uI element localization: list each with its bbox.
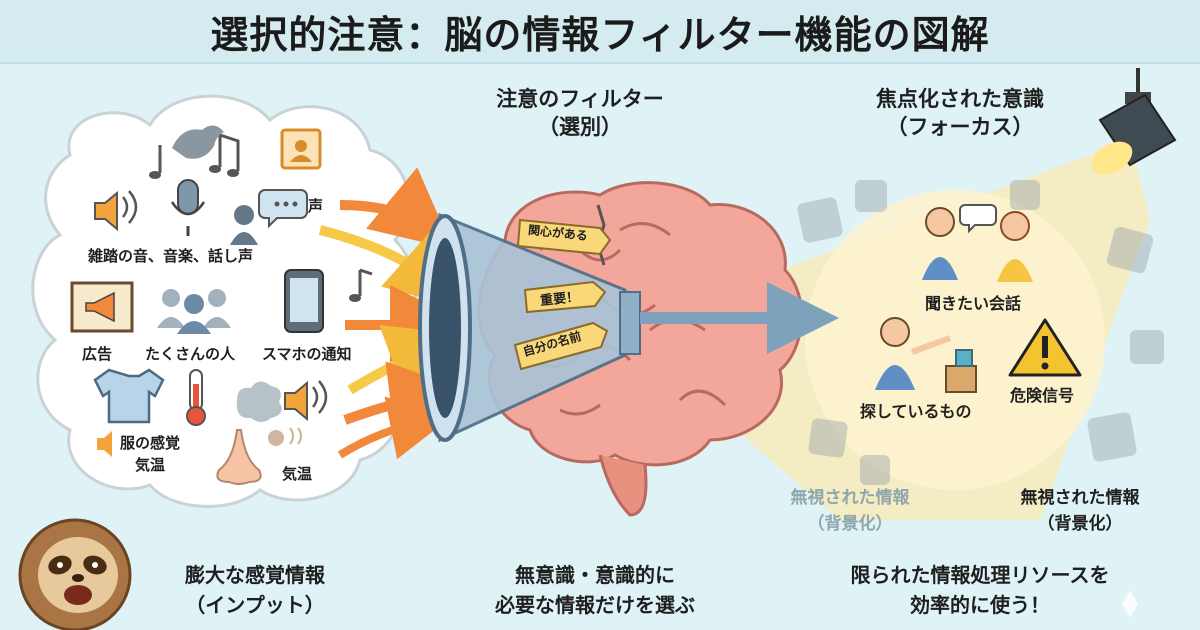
temp-label: 気温 (282, 465, 313, 483)
page-title: 選択的注意：脳の情報フィルター機能の図解 (210, 12, 990, 57)
crowd-icon (157, 289, 231, 334)
clothes-label-line1: 服の感覚 (120, 434, 181, 452)
warning-icon (1008, 318, 1082, 377)
noise-label: 雑踏の音、音楽、話し声 (88, 247, 254, 265)
resource-caption: 限られた情報処理リソースを 効率的に使う！ (820, 560, 1140, 620)
music-note-icon (149, 133, 240, 179)
small-speaker-icon (97, 431, 112, 457)
ignored-label-left: 無視された情報 （背景化） (765, 485, 935, 537)
speaker-icon (284, 380, 328, 422)
bird-shape-icon (172, 125, 224, 159)
resource-caption-line1: 限られた情報処理リソースを (850, 563, 1110, 587)
tag-shape-important (523, 280, 607, 314)
microphone-icon (170, 179, 206, 236)
scent-cloud-icon (236, 381, 282, 422)
resource-caption-line2: 効率的に使う！ (910, 593, 1050, 617)
clothes-label: 服の感覚 気温 (120, 432, 180, 476)
music-note-icon (349, 268, 373, 302)
chat-bubble-icon (258, 189, 308, 229)
searching-person-icon (875, 317, 977, 393)
filter-heading: 注意のフィルター （選別） (470, 85, 690, 141)
phone-label: スマホの通知 (262, 345, 352, 363)
ignored-right-line1: 無視された情報 (1020, 488, 1140, 508)
crowd-label: たくさんの人 (145, 345, 236, 363)
danger-label: 危険信号 (1010, 386, 1075, 405)
nose-icon (216, 429, 262, 485)
ignored-background-shapes (797, 180, 1164, 485)
filter-heading-line1: 注意のフィルター (496, 87, 664, 111)
filter-caption-line2: 必要な情報だけを選ぶ (495, 593, 695, 617)
input-caption-line2: （インプット） (185, 593, 325, 617)
focus-heading-line2: （フォーカス） (886, 115, 1034, 139)
ad-label: 広告 (82, 345, 113, 363)
input-caption: 膨大な感覚情報 （インプット） (140, 560, 370, 620)
sloth-mascot-icon (18, 518, 132, 630)
tag-shape-interest (516, 218, 612, 256)
tag-shape-name (513, 321, 609, 371)
steam-icon (268, 427, 302, 446)
focus-heading-line1: 焦点化された意識 (876, 87, 1044, 111)
filter-heading-line2: （選別） (538, 115, 622, 139)
focus-heading: 焦点化された意識 （フォーカス） (850, 85, 1070, 141)
calendar-icon (280, 128, 322, 170)
conversation-people-icon (922, 204, 1033, 282)
ignored-left-line2: （背景化） (807, 514, 893, 534)
filter-caption-line1: 無意識・意識的に (515, 563, 675, 587)
conversation-label: 聞きたい会話 (925, 294, 1022, 313)
smartphone-icon (284, 269, 324, 333)
thermometer-icon (186, 369, 206, 426)
input-caption-line1: 膨大な感覚情報 (185, 563, 325, 587)
title-bar: 選択的注意：脳の情報フィルター機能の図解 (0, 0, 1200, 64)
person-silhouette-icon (230, 205, 258, 245)
jacket-icon (93, 368, 165, 424)
ignored-label-right: 無視された情報 （背景化） (995, 485, 1165, 537)
filter-caption: 無意識・意識的に 必要な情報だけを選ぶ (450, 560, 740, 620)
voice-label: 声 (308, 197, 324, 215)
spotlight-icon (1091, 68, 1177, 175)
tag-important: 重要！ (539, 289, 580, 309)
ignored-right-line2: （背景化） (1037, 514, 1123, 534)
funnel-icon (418, 204, 641, 443)
ignored-left-line1: 無視された情報 (790, 488, 910, 508)
clothes-label-line2: 気温 (135, 456, 166, 474)
megaphone-sign-icon (70, 281, 134, 333)
speaker-icon (94, 190, 138, 232)
searching-label: 探しているもの (860, 402, 972, 421)
sparkle-icon (1122, 590, 1138, 618)
